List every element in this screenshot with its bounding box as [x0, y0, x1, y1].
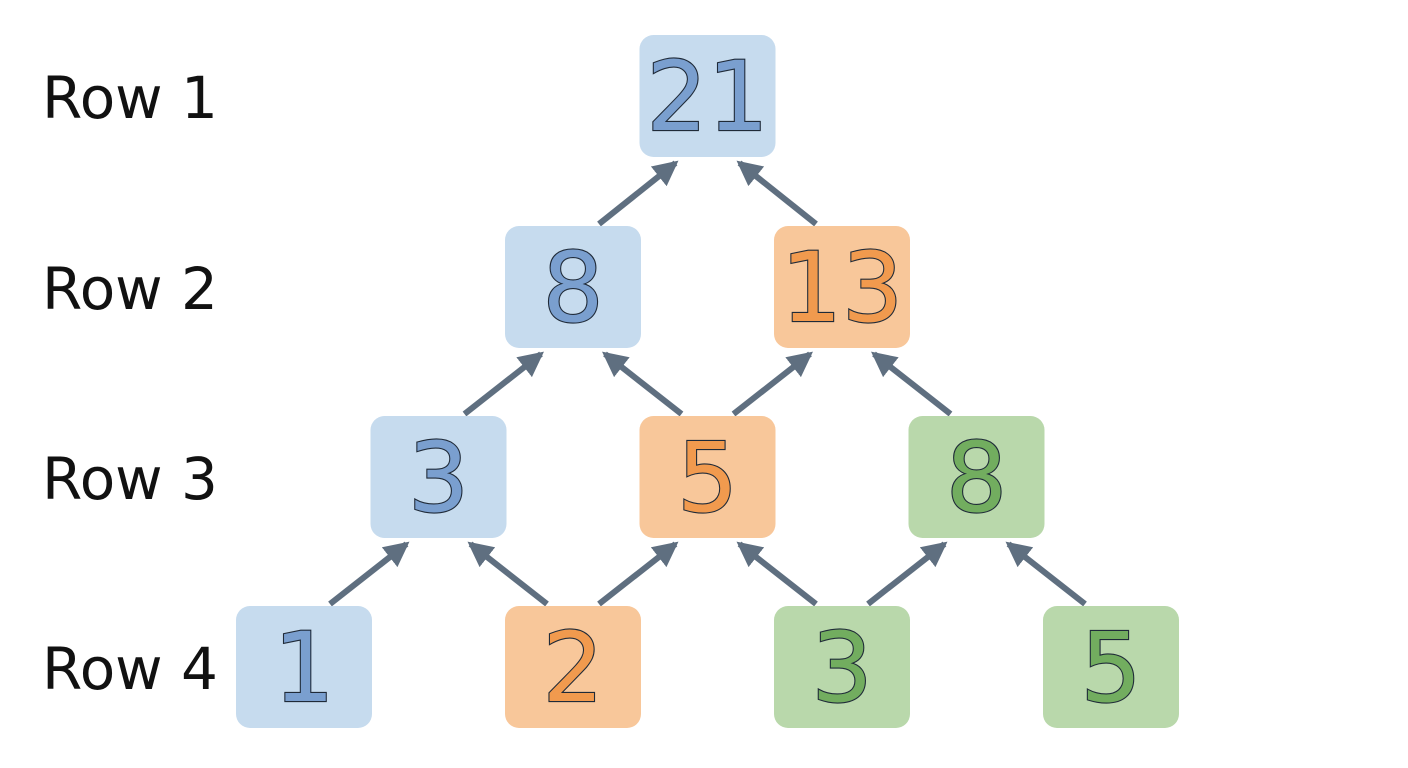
arrow-6: [871, 351, 953, 417]
arrow-3: [462, 351, 544, 417]
row-label-3: Row 3: [42, 445, 218, 513]
arrow-7: [328, 541, 410, 607]
box-background: [236, 606, 372, 728]
arrow-2: [736, 160, 818, 227]
row-label-2: Row 2: [42, 255, 218, 323]
box-value: 3: [408, 422, 469, 534]
box-value: 5: [677, 422, 738, 534]
box-background: [639, 35, 776, 157]
box-background: [505, 606, 641, 728]
row-label-4: Row 4: [42, 635, 218, 703]
box-background: [908, 416, 1045, 538]
arrow-5: [731, 351, 813, 417]
row-label-1: Row 1: [42, 64, 218, 132]
arrow-12: [1005, 541, 1087, 607]
box-background: [505, 226, 641, 348]
box-value: 1: [273, 612, 334, 724]
arrow-10: [736, 541, 818, 607]
number-box-r4-c4: 5: [1043, 606, 1179, 728]
arrow-8: [467, 541, 549, 607]
box-value: 3: [811, 612, 872, 724]
box-value: 2: [542, 612, 603, 724]
box-value: 8: [542, 232, 603, 344]
number-box-r2-c2: 13: [774, 226, 910, 348]
box-background: [1043, 606, 1179, 728]
box-value: 8: [946, 422, 1007, 534]
arrow-4: [602, 351, 684, 417]
box-value: 5: [1080, 612, 1141, 724]
number-box-r3-c2: 5: [639, 416, 776, 538]
box-background: [774, 606, 910, 728]
arrows-layer: [328, 160, 1087, 607]
box-background: [639, 416, 776, 538]
arrow-1: [597, 160, 679, 227]
number-box-r1-c1: 21: [639, 35, 776, 157]
number-box-r4-c3: 3: [774, 606, 910, 728]
number-box-r2-c1: 8: [505, 226, 641, 348]
number-box-r3-c1: 3: [370, 416, 507, 538]
number-box-r4-c1: 1: [236, 606, 372, 728]
number-box-r4-c2: 2: [505, 606, 641, 728]
number-box-r3-c3: 8: [908, 416, 1045, 538]
row-labels: Row 1 Row 2 Row 3 Row 4: [42, 64, 218, 703]
box-background: [774, 226, 910, 348]
box-value: 13: [781, 232, 903, 344]
arrow-11: [866, 541, 948, 607]
arrow-9: [597, 541, 679, 607]
box-background: [370, 416, 507, 538]
box-value: 21: [646, 41, 768, 153]
